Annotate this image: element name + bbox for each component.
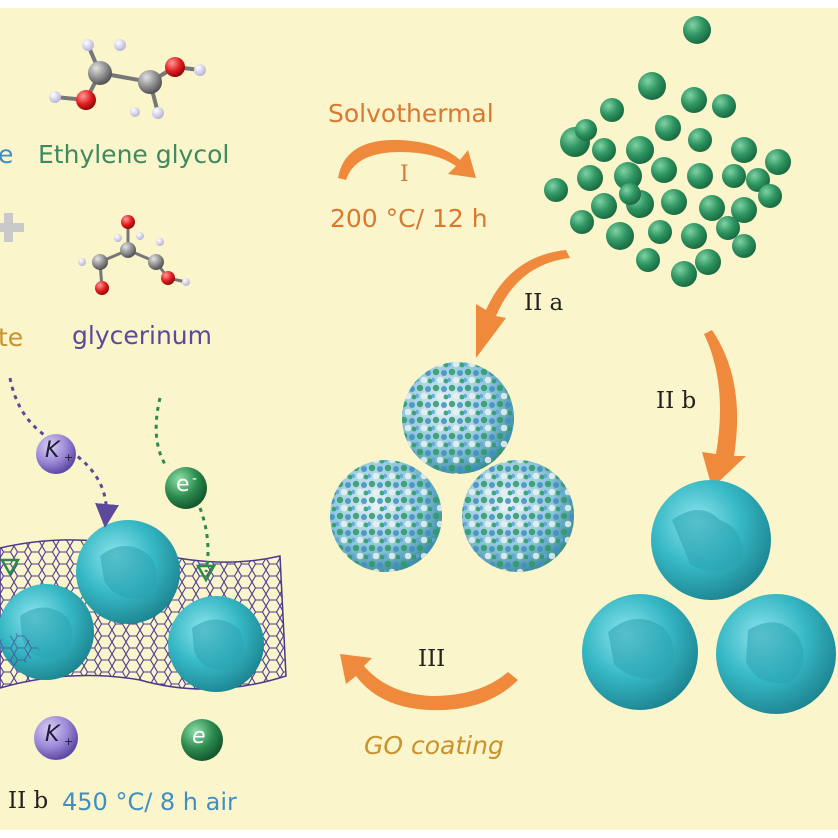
electron-top-symbol: e [176,472,190,497]
green-particle [731,197,757,223]
green-particle [681,223,707,249]
green-particle [619,183,641,205]
green-particle [570,210,594,234]
electron-path [154,397,168,467]
green-particle [687,163,713,189]
bottom-condition-label: 450 °C/ 8 h air [62,788,237,816]
solvothermal-label: Solvothermal [328,99,494,128]
reagent-label-cut-top: e [0,140,14,169]
green-particle [575,119,597,141]
k-ion-bottom-symbol: K [45,722,60,747]
k-ion-top-symbol: K [45,438,60,463]
cyan-microspheres [582,480,836,714]
green-particle [758,184,782,208]
k-ion-bottom-charge: + [64,735,74,748]
green-particle [606,222,634,250]
reagent-label-cut-mid: te [0,323,24,352]
step-three-label: III [418,646,446,672]
green-particle [732,234,756,258]
arrow-step-two-b [702,330,746,488]
green-particle [731,137,757,163]
green-particle [671,261,697,287]
green-particle [636,248,660,272]
electron-ball-top [165,467,207,509]
step-one-label: I [400,162,409,187]
plus-sign-icon [0,213,24,242]
arrow-step-two-a [476,250,570,358]
nanoparticle-aggregate-spheres [330,362,574,572]
arrow-step-one [338,139,476,180]
k-ion-ball-bottom [34,716,78,760]
bottom-step-label: II b [8,788,49,814]
green-particle [722,164,746,188]
green-particle [614,162,642,190]
green-particle [716,216,740,240]
electron-top-charge: - [192,471,198,487]
green-particle [661,189,687,215]
green-particle [683,16,711,44]
green-particle [695,249,721,275]
ethylene-glycol-molecule [49,39,206,119]
k-ion-top-charge: + [64,451,74,464]
green-particle [544,178,568,202]
green-precursor-particles [544,16,791,287]
green-arrowhead-left [0,558,21,577]
green-particle [626,136,654,164]
green-particle [681,87,707,113]
green-particle [688,128,712,152]
green-arrowhead-right [195,564,217,583]
green-particle [600,98,624,122]
arrow-step-three [340,654,518,711]
green-particle [591,193,617,219]
green-particle [577,165,603,191]
glycerinum-molecule [78,215,190,295]
glycerinum-label: glycerinum [72,321,213,350]
graphene-coated-composite [0,520,287,692]
go-coating-label: GO coating [364,731,504,760]
green-particle [655,115,681,141]
ethylene-glycol-label: Ethylene glycol [38,140,230,169]
k-ion-ball-top [36,434,76,474]
green-particle [648,220,672,244]
green-particle [592,138,616,162]
electron-ball-bottom [181,719,223,761]
green-particle [638,72,666,100]
step-two-a-label: II a [524,290,564,316]
green-particle [699,195,725,221]
green-particle [712,94,736,118]
electron-bottom-symbol: e [192,724,206,749]
step-two-b-label: II b [656,388,697,414]
green-particle [651,157,677,183]
green-particle [765,149,791,175]
step-one-condition: 200 °C/ 12 h [330,204,488,233]
